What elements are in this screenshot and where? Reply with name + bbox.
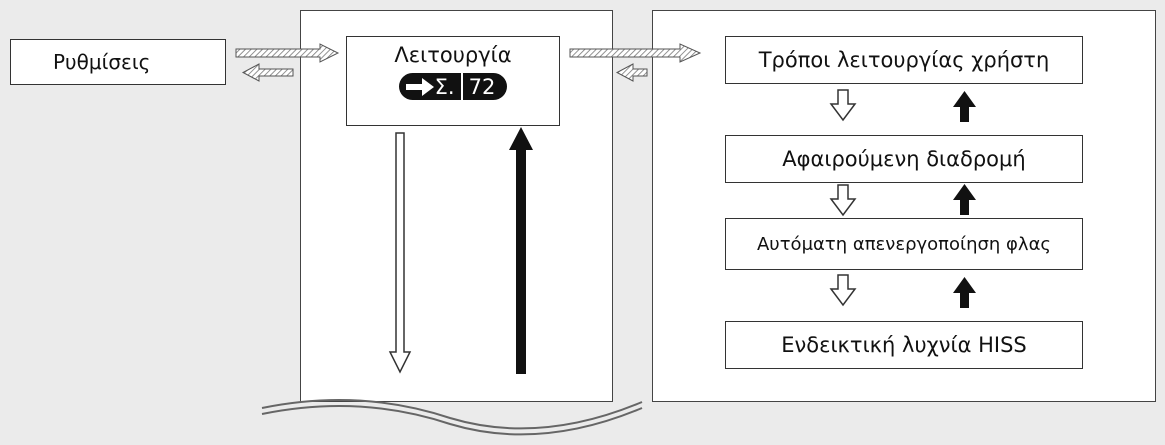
up-arrow-icon bbox=[509, 127, 533, 374]
menu-item-label: Τρόποι λειτουργίας χρήστη bbox=[758, 48, 1050, 72]
right-arrow-icon bbox=[405, 77, 434, 96]
page-ref-number: 72 bbox=[468, 74, 496, 99]
menu-item-user-modes[interactable]: Τρόποι λειτουργίας χρήστη bbox=[725, 36, 1083, 84]
menu-item-auto-turn-signal-off[interactable]: Αυτόματη απενεργοποίηση φλας bbox=[725, 218, 1083, 270]
hatched-right-arrow-icon bbox=[235, 43, 340, 63]
down-arrow-icon bbox=[829, 184, 857, 217]
up-arrow-icon bbox=[953, 184, 976, 215]
hatched-right-arrow-icon bbox=[569, 43, 702, 63]
settings-box[interactable]: Ρυθμίσεις bbox=[10, 39, 226, 85]
menu-item-label: Αυτόματη απενεργοποίηση φλας bbox=[756, 233, 1051, 255]
continuation-break-line bbox=[261, 405, 643, 436]
menu-item-trip-reset[interactable]: Αφαιρούμενη διαδρομή bbox=[725, 135, 1083, 183]
menu-item-label: Ενδεικτική λυχνία HISS bbox=[781, 333, 1027, 357]
settings-label: Ρυθμίσεις bbox=[53, 50, 151, 74]
menu-item-hiss-indicator[interactable]: Ενδεικτική λυχνία HISS bbox=[725, 321, 1083, 369]
down-arrow-icon bbox=[829, 274, 857, 307]
up-arrow-icon bbox=[953, 91, 976, 122]
down-arrow-icon bbox=[388, 132, 412, 374]
operation-box[interactable]: Λειτουργία Σ. 72 bbox=[346, 36, 560, 126]
hatched-left-arrow-icon bbox=[241, 63, 294, 82]
menu-item-label: Αφαιρούμενη διαδρομή bbox=[782, 147, 1026, 171]
page-ref-prefix: Σ. bbox=[434, 74, 455, 99]
continuation-break-line bbox=[261, 399, 643, 430]
up-arrow-icon bbox=[953, 277, 976, 308]
page-reference-badge[interactable]: Σ. 72 bbox=[398, 73, 508, 100]
pill-divider bbox=[460, 73, 463, 100]
hatched-left-arrow-icon bbox=[615, 63, 648, 82]
operation-label: Λειτουργία bbox=[394, 43, 512, 67]
down-arrow-icon bbox=[829, 89, 857, 122]
